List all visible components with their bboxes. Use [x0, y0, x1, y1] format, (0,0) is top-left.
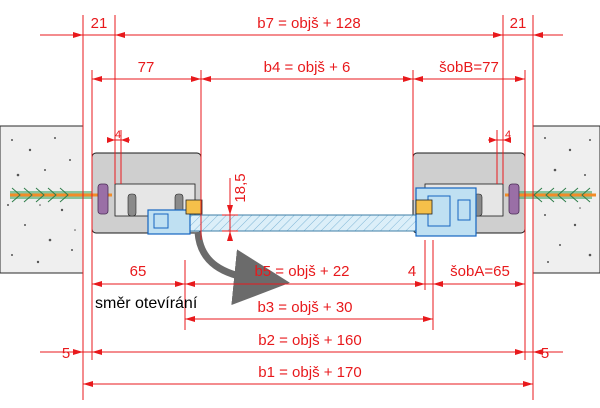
dim-right-edge: 5	[541, 345, 549, 362]
opening-direction-label: směr otevírání	[95, 295, 198, 312]
dim-b4: b4 = objš + 6	[264, 59, 351, 76]
dim-left-profile: 77	[138, 59, 155, 76]
dim-b5: b5 = objš + 22	[254, 263, 349, 280]
left-hinge-hardware	[147, 199, 203, 235]
dim-b7: b7 = objš + 128	[257, 15, 360, 32]
opening-direction-arrow	[194, 231, 290, 306]
right-wall	[532, 125, 600, 274]
left-frame	[91, 152, 202, 234]
dim-b1: b1 = objš + 170	[258, 364, 361, 381]
dim-right-leaf: šobA=65	[450, 263, 510, 280]
dim-small-gap: 4	[408, 263, 416, 280]
dim-right-overlap: 21	[510, 15, 527, 32]
dimension-lines	[40, 15, 563, 400]
left-screw	[97, 183, 109, 215]
right-screw	[508, 183, 520, 215]
dim-left-gap: 4	[115, 129, 121, 141]
right-anchor	[505, 187, 596, 203]
dim-left-edge: 5	[62, 345, 70, 362]
dim-leaf-thickness: 18,5	[232, 173, 249, 202]
left-wall	[0, 125, 84, 274]
left-anchor	[10, 187, 112, 203]
dim-right-profile: šobB=77	[439, 59, 499, 76]
dim-left-leaf: 65	[130, 263, 147, 280]
glass-leaf	[184, 214, 434, 232]
dim-b2: b2 = objš + 160	[258, 332, 361, 349]
right-lock-hardware	[415, 187, 477, 237]
dimension-arrowheads	[73, 32, 543, 387]
dim-left-overlap: 21	[91, 15, 108, 32]
dim-b3: b3 = objš + 30	[257, 299, 352, 316]
dim-right-gap: 4	[505, 129, 511, 141]
